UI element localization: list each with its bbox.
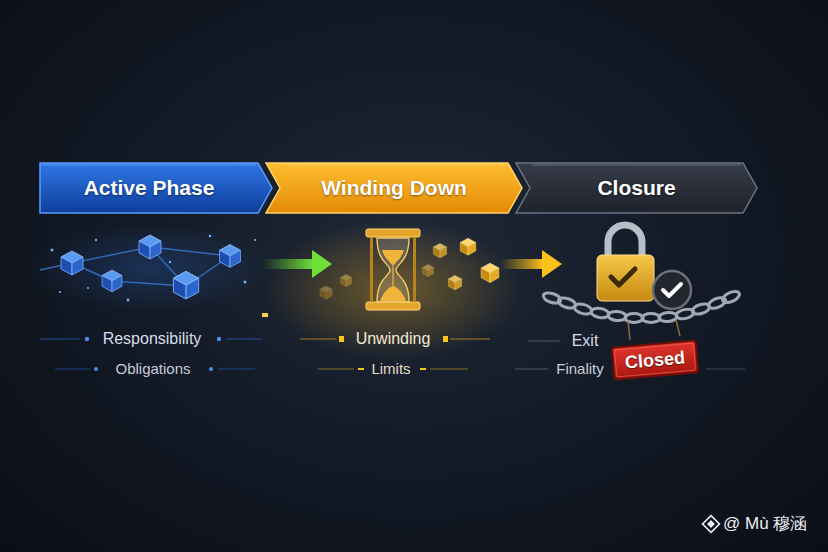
phase-note: Unwinding: [356, 330, 431, 348]
watermark: @ Mù 穆涵: [723, 515, 807, 534]
phase-note: Limits: [371, 361, 410, 378]
closed-sign: Closed: [611, 339, 700, 380]
phase-title: Closure: [597, 176, 675, 200]
phase-title: Active Phase: [84, 176, 215, 200]
phase-note: Finality: [556, 361, 604, 378]
phase-note: Obligations: [115, 361, 190, 378]
phase-chevron: Winding Down: [266, 163, 522, 213]
phase-note: Responsibility: [103, 330, 202, 348]
phase-chevron: Closure: [516, 163, 757, 213]
phase-title: Winding Down: [321, 176, 467, 200]
phase-note: Exit: [572, 332, 599, 350]
phase-chevron: Active Phase: [40, 163, 272, 213]
